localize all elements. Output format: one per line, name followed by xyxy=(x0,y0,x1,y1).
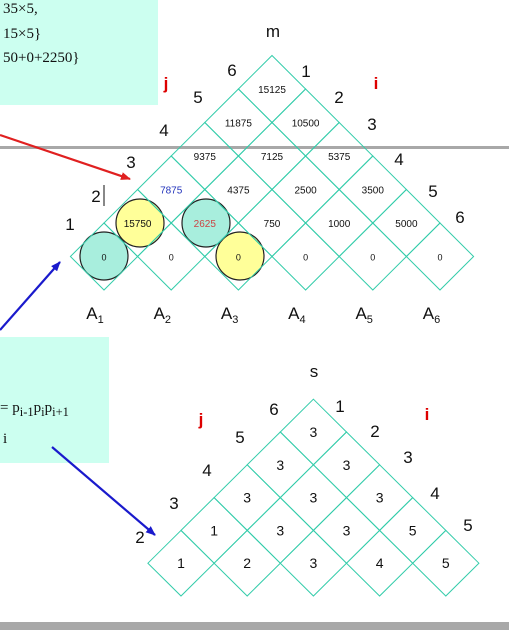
s-value: 4 xyxy=(376,555,384,571)
s-right-index: 1 xyxy=(335,397,344,416)
s-left-index: 3 xyxy=(169,494,178,513)
blue-arrow-top xyxy=(0,261,61,331)
s-value: 1 xyxy=(210,522,218,538)
m-value: 1000 xyxy=(328,219,351,230)
s-value: 3 xyxy=(343,457,351,473)
m-value: 10500 xyxy=(292,119,320,130)
m-value: 11875 xyxy=(225,119,253,130)
m-left-index: 1 xyxy=(65,215,74,234)
matrix-label: A3 xyxy=(221,304,238,326)
s-value: 3 xyxy=(310,490,318,506)
bottom-note-formula: = pi-1pipi+1 xyxy=(0,400,69,419)
s-right-index: 5 xyxy=(463,516,472,535)
slide-bottom-bar xyxy=(0,622,509,630)
m-i-label: i xyxy=(374,74,379,93)
s-table-grid xyxy=(147,398,480,597)
top-note-box: 35×5, 15×5} 50+0+2250} xyxy=(0,0,158,105)
m-right-index: 5 xyxy=(428,182,437,201)
s-left-index: 2 xyxy=(135,528,144,547)
s-value: 3 xyxy=(376,490,384,506)
s-right-index: 4 xyxy=(430,484,439,503)
m-table-grid xyxy=(69,54,475,291)
m-right-index: 3 xyxy=(367,115,376,134)
s-left-index: 5 xyxy=(235,428,244,447)
m-value: 7875 xyxy=(160,186,183,197)
m-value: 2625 xyxy=(194,219,217,230)
s-value: 1 xyxy=(177,555,185,571)
m-left-index: 6 xyxy=(227,61,236,80)
s-value: 3 xyxy=(243,490,251,506)
matrix-label: A1 xyxy=(86,304,103,326)
m-value: 5000 xyxy=(395,219,418,230)
s-value: 3 xyxy=(276,457,284,473)
bottom-note-line-2: i xyxy=(3,431,8,447)
m-value: 0 xyxy=(101,253,106,263)
m-right-index: 1 xyxy=(301,62,310,81)
top-note-line-2: 15×5} xyxy=(3,26,42,42)
s-right-index: 2 xyxy=(370,422,379,441)
m-right-index: 2 xyxy=(334,88,343,107)
blue-arrow-bottom xyxy=(51,446,156,536)
m-value: 0 xyxy=(370,253,375,263)
m-value: 4375 xyxy=(227,186,250,197)
top-note-line-1: 35×5, xyxy=(3,1,38,17)
top-note-line-3: 50+0+2250} xyxy=(3,50,80,66)
m-left-index: 5 xyxy=(193,88,202,107)
m-value: 5375 xyxy=(328,152,351,163)
m-value: 0 xyxy=(169,253,174,263)
s-right-index: 3 xyxy=(403,448,412,467)
m-right-index: 6 xyxy=(455,208,464,227)
m-value: 2500 xyxy=(294,186,317,197)
s-value: 3 xyxy=(276,522,284,538)
s-left-index: 6 xyxy=(269,400,278,419)
m-left-index: 3 xyxy=(126,153,135,172)
s-value: 3 xyxy=(310,424,318,440)
matrix-label: A4 xyxy=(288,304,305,326)
m-value: 3500 xyxy=(362,186,385,197)
m-cell xyxy=(237,54,307,124)
m-value: 0 xyxy=(437,253,442,263)
s-i-label: i xyxy=(425,405,430,424)
s-left-index: 4 xyxy=(202,461,211,480)
s-value: 5 xyxy=(409,522,417,538)
m-value: 15750 xyxy=(124,219,152,230)
slide-divider-line xyxy=(0,146,509,149)
s-value: 2 xyxy=(243,555,251,571)
highlight-circle-cyan-b xyxy=(181,198,231,248)
matrix-label: A2 xyxy=(154,304,171,326)
m-value: 15125 xyxy=(258,85,286,96)
s-value: 5 xyxy=(442,555,450,571)
s-value: 3 xyxy=(343,522,351,538)
s-table-title: s xyxy=(310,362,319,381)
highlight-circle-yellow-b xyxy=(215,231,265,281)
m-value: 0 xyxy=(303,253,308,263)
highlight-circle-yellow-a xyxy=(115,198,165,248)
s-cell xyxy=(279,398,348,466)
m-value: 0 xyxy=(236,253,241,263)
m-table-title: m xyxy=(266,22,280,41)
matrix-label: A6 xyxy=(423,304,440,326)
m-value: 750 xyxy=(264,219,281,230)
m-j-label: j xyxy=(163,74,169,93)
m-value: 7125 xyxy=(261,152,284,163)
m-left-index: 4 xyxy=(159,121,168,140)
m-left-index: 2 xyxy=(91,187,100,206)
bottom-note-box: = pi-1pipi+1 i xyxy=(0,337,109,463)
m-value: 9375 xyxy=(194,152,217,163)
matrix-label: A5 xyxy=(355,304,372,326)
s-j-label: j xyxy=(198,410,204,429)
s-value: 3 xyxy=(310,555,318,571)
highlight-circle-cyan-a xyxy=(79,231,129,281)
red-arrow xyxy=(0,133,131,181)
m-right-index: 4 xyxy=(394,150,403,169)
